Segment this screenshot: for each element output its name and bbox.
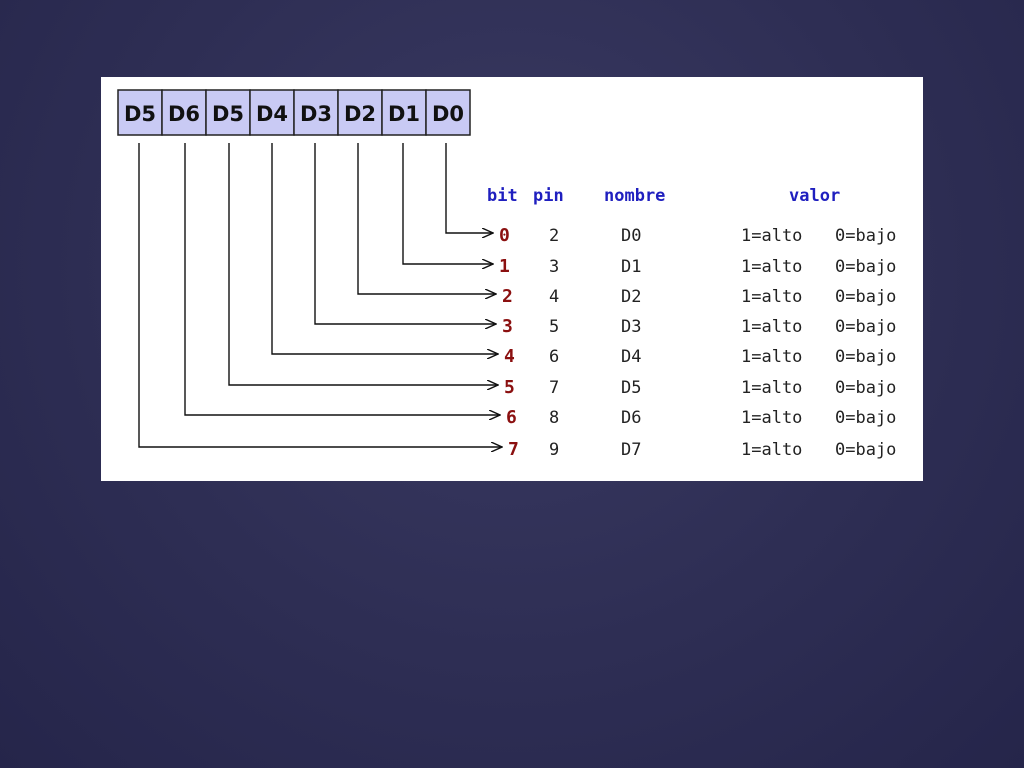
- bit-arrow: [184, 143, 500, 415]
- bit-arrow: [138, 143, 502, 447]
- register-cell-label: D0: [432, 102, 464, 126]
- bit-arrow: [445, 143, 493, 233]
- bit-number: 1: [499, 256, 510, 277]
- register-cell-label: D5: [124, 102, 156, 126]
- bit-table: 0 2 D0 1=alto 0=bajo 1 3 D1 1=alto 0=bajo 2 4 D2 1=al…: [499, 225, 896, 460]
- pin-number: 3: [549, 257, 559, 277]
- value-low: 0=bajo: [835, 287, 896, 307]
- register-cell: [293, 89, 339, 136]
- bit-arrow: [357, 143, 496, 294]
- register-cell-label: D6: [168, 102, 200, 126]
- register-cell: [425, 89, 471, 136]
- signal-name: D6: [621, 408, 641, 428]
- pin-number: 6: [549, 347, 559, 367]
- register-cell: [117, 89, 163, 136]
- pin-number: 4: [549, 287, 559, 307]
- value-high: 1=alto: [741, 440, 802, 460]
- value-low: 0=bajo: [835, 317, 896, 337]
- register: D5 D6 D5 D4 D3 D2 D1 D0: [117, 89, 471, 136]
- signal-name: D5: [621, 378, 641, 398]
- bit-arrow: [402, 143, 493, 264]
- register-cell: [161, 89, 207, 136]
- header-nombre: nombre: [604, 186, 665, 206]
- signal-name: D1: [621, 257, 641, 277]
- register-cell-label: D3: [300, 102, 332, 126]
- register-cell: [381, 89, 427, 136]
- value-low: 0=bajo: [835, 347, 896, 367]
- value-high: 1=alto: [741, 226, 802, 246]
- pin-number: 5: [549, 317, 559, 337]
- bit-number: 4: [504, 346, 515, 367]
- value-low: 0=bajo: [835, 440, 896, 460]
- value-low: 0=bajo: [835, 378, 896, 398]
- register-cell: [205, 89, 251, 136]
- bit-number: 5: [504, 377, 515, 398]
- value-high: 1=alto: [741, 317, 802, 337]
- register-cell-label: D1: [388, 102, 420, 126]
- value-high: 1=alto: [741, 347, 802, 367]
- value-high: 1=alto: [741, 378, 802, 398]
- header-valor: valor: [789, 186, 840, 206]
- signal-name: D3: [621, 317, 641, 337]
- pin-number: 9: [549, 440, 559, 460]
- bit-arrow: [228, 143, 498, 385]
- signal-name: D4: [621, 347, 641, 367]
- value-low: 0=bajo: [835, 408, 896, 428]
- bit-number: 2: [502, 286, 513, 307]
- value-low: 0=bajo: [835, 226, 896, 246]
- bit-arrow: [314, 143, 496, 324]
- bit-arrow: [271, 143, 498, 354]
- signal-name: D0: [621, 226, 641, 246]
- value-high: 1=alto: [741, 257, 802, 277]
- header-pin: pin: [533, 186, 564, 206]
- register-cell-label: D4: [256, 102, 288, 126]
- signal-name: D2: [621, 287, 641, 307]
- register-cell: [337, 89, 383, 136]
- register-cell-label: D2: [344, 102, 376, 126]
- bit-number: 7: [508, 439, 519, 460]
- register-cell-label: D5: [212, 102, 244, 126]
- bit-number: 6: [506, 407, 517, 428]
- value-high: 1=alto: [741, 287, 802, 307]
- header-bit: bit: [487, 186, 518, 206]
- signal-name: D7: [621, 440, 641, 460]
- value-high: 1=alto: [741, 408, 802, 428]
- pin-number: 7: [549, 378, 559, 398]
- pin-number: 2: [549, 226, 559, 246]
- value-low: 0=bajo: [835, 257, 896, 277]
- bit-number: 0: [499, 225, 510, 246]
- pin-number: 8: [549, 408, 559, 428]
- bit-connectors: [138, 143, 502, 447]
- bit-number: 3: [502, 316, 513, 337]
